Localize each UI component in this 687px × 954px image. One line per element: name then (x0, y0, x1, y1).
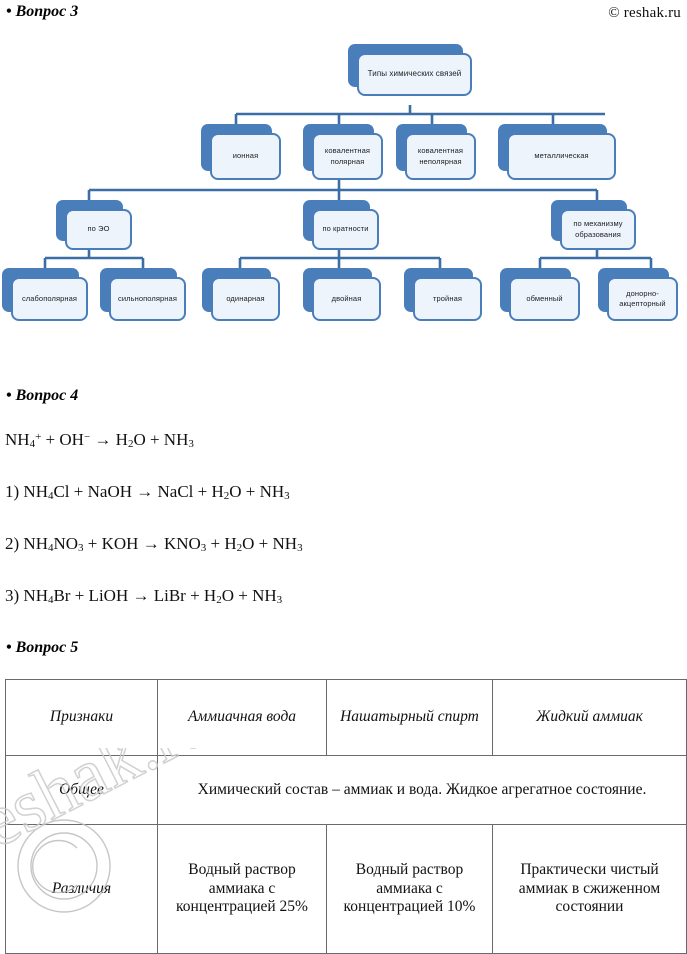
ionic-equation: NH4+ + OH− → H2O + NH3 (5, 430, 194, 450)
table-header-cell: Жидкий аммиак (492, 679, 687, 756)
diagram-node-slabopolyarnaya[interactable]: слабополярная (2, 268, 88, 321)
node-label: двойная (331, 293, 362, 303)
node-front-card: сильнополярная (109, 277, 186, 321)
node-label: тройная (432, 293, 463, 303)
node-label: ковалентная неполярная (417, 146, 464, 166)
question-3-heading: • Вопрос 3 (6, 3, 79, 20)
node-label: металлическая (534, 151, 589, 161)
node-front-card: металлическая (507, 133, 616, 180)
diagram-node-silnopolyarnaya[interactable]: сильнополярная (100, 268, 186, 321)
diagram-node-odinarnaya[interactable]: одинарная (202, 268, 280, 321)
node-front-card: донорно-акцепторный (607, 277, 678, 321)
table-cell: Водный раствор аммиака с концентрацией 1… (326, 824, 493, 954)
node-front-card: ионная (210, 133, 281, 180)
diagram-node-donorno-akceptornyy[interactable]: донорно-акцепторный (598, 268, 678, 321)
node-front-card: двойная (312, 277, 381, 321)
diagram-node-root[interactable]: Типы химических связей (348, 44, 472, 96)
node-front-card: по механизму образования (560, 209, 636, 250)
table-cell: Практически чистый аммиак в сжиженном со… (492, 824, 687, 954)
diagram-node-kovalentnaya-nepolyarnaya[interactable]: ковалентная неполярная (396, 124, 476, 180)
equation-1: 1) NH4Cl + NaOH → NaCl + H2O + NH3 (5, 482, 290, 502)
node-front-card: одинарная (211, 277, 280, 321)
table-row: Различия Водный раствор аммиака с концен… (5, 824, 687, 954)
node-front-card: по ЭО (65, 209, 132, 250)
node-label: Типы химических связей (367, 69, 462, 79)
table-row-label: Общее (5, 755, 158, 825)
question-5-heading: • Вопрос 5 (6, 639, 79, 656)
table-row: Общее Химический состав – аммиак и вода.… (5, 755, 687, 825)
node-label: ионная (232, 151, 259, 161)
diagram-node-po-eo[interactable]: по ЭО (56, 200, 132, 250)
node-label: обменный (526, 293, 563, 303)
table-cell: Водный раствор аммиака с концентрацией 2… (157, 824, 327, 954)
node-front-card: по кратности (312, 209, 379, 250)
node-label: ковалентная полярная (324, 146, 371, 166)
node-front-card: обменный (509, 277, 580, 321)
table-header-row: Признаки Аммиачная вода Нашатырный спирт… (5, 679, 687, 756)
diagram-node-obmennyy[interactable]: обменный (500, 268, 580, 321)
node-front-card: ковалентная полярная (312, 133, 383, 180)
node-label: одинарная (226, 293, 265, 303)
node-label: по кратности (322, 224, 369, 234)
diagram-connector-lines (43, 105, 653, 268)
diagram-node-po-mehanizmu-obrazovaniya[interactable]: по механизму образования (551, 200, 636, 250)
table-header-cell: Признаки (5, 679, 158, 756)
table-row-label: Различия (5, 824, 158, 954)
chemical-bond-types-diagram: Типы химических связей ионная ковалентна… (0, 36, 687, 341)
node-front-card: слабополярная (11, 277, 88, 321)
node-front-card: Типы химических связей (357, 53, 472, 96)
node-label: по механизму образования (573, 219, 623, 239)
table-cell-common: Химический состав – аммиак и вода. Жидко… (157, 755, 687, 825)
diagram-node-po-kratnosti[interactable]: по кратности (303, 200, 379, 250)
comparison-table: Признаки Аммиачная вода Нашатырный спирт… (5, 679, 687, 954)
diagram-node-dvoynaya[interactable]: двойная (303, 268, 381, 321)
node-front-card: тройная (413, 277, 482, 321)
question-4-heading: • Вопрос 4 (6, 387, 79, 404)
table-header-cell: Аммиачная вода (157, 679, 327, 756)
diagram-node-metallicheskaya[interactable]: металлическая (498, 124, 616, 180)
node-label: слабополярная (21, 293, 78, 303)
diagram-node-troynaya[interactable]: тройная (404, 268, 482, 321)
equation-2: 2) NH4NO3 + KOH → KNO3 + H2O + NH3 (5, 534, 303, 554)
equation-3: 3) NH4Br + LiOH → LiBr + H2O + NH3 (5, 586, 283, 606)
node-front-card: ковалентная неполярная (405, 133, 476, 180)
node-label: донорно-акцепторный (619, 288, 666, 308)
diagram-node-kovalentnaya-polyarnaya[interactable]: ковалентная полярная (303, 124, 383, 180)
copyright-watermark-text: © reshak.ru (608, 5, 681, 21)
diagram-node-ionnaya[interactable]: ионная (201, 124, 281, 180)
node-label: по ЭО (87, 224, 110, 234)
table-header-cell: Нашатырный спирт (326, 679, 493, 756)
page-header: • Вопрос 3 © reshak.ru (0, 4, 687, 26)
node-label: сильнополярная (118, 293, 177, 303)
